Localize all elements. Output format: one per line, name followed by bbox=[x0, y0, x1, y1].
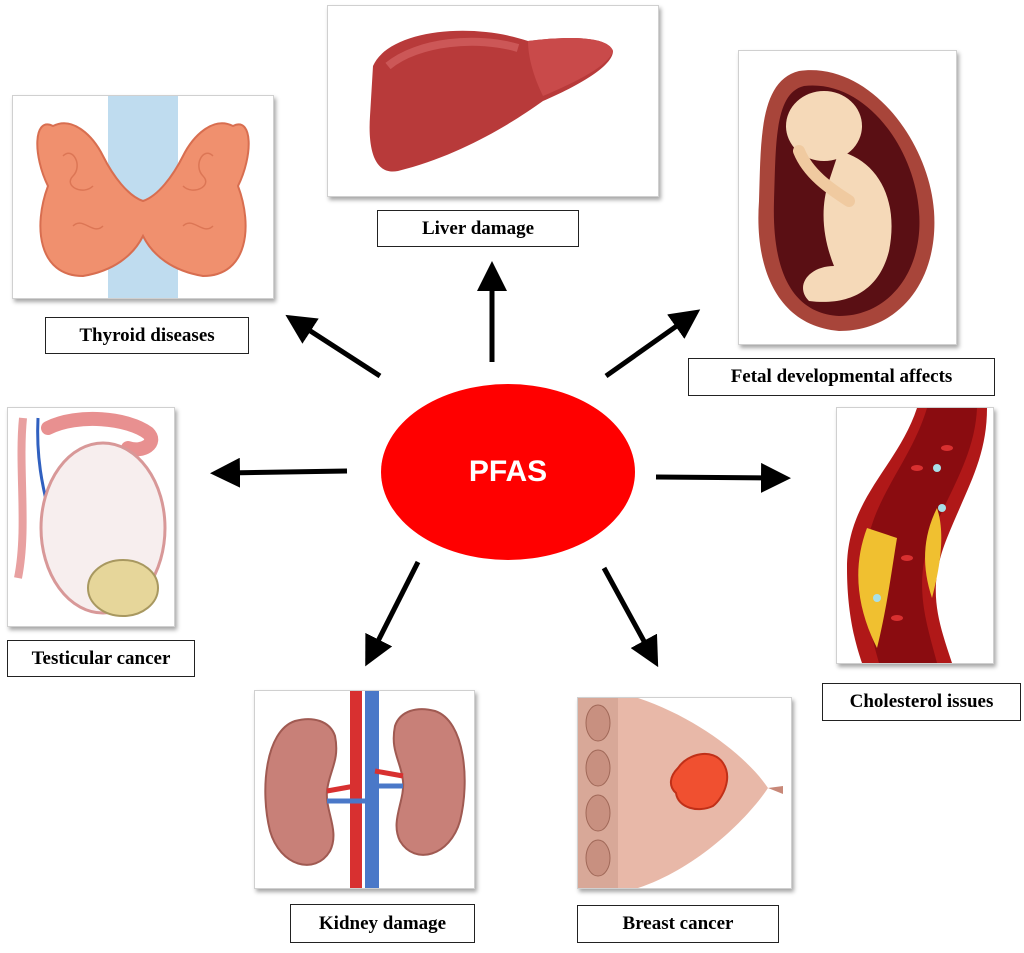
cholesterol-issues-label: Cholesterol issues bbox=[822, 683, 1021, 721]
testis-icon bbox=[14, 412, 167, 617]
breast-icon bbox=[578, 698, 783, 888]
liver-image bbox=[327, 5, 659, 197]
thyroid-image bbox=[12, 95, 274, 299]
thyroid-diseases-label: Thyroid diseases bbox=[45, 317, 249, 354]
thyroid-icon bbox=[36, 96, 250, 298]
kidney-damage-label: Kidney damage bbox=[290, 904, 475, 943]
arrow-to-thyroid bbox=[285, 314, 382, 379]
fetal-developmental-label: Fetal developmental affects bbox=[688, 358, 995, 396]
kidney-image bbox=[254, 690, 475, 889]
liver-icon bbox=[369, 30, 613, 172]
testicular-image bbox=[7, 407, 175, 627]
artery-icon bbox=[847, 408, 987, 663]
pfas-label: PFAS bbox=[468, 455, 548, 488]
fetal-image bbox=[738, 50, 957, 345]
testicular-cancer-label: Testicular cancer bbox=[7, 640, 195, 677]
arrow-to-fetal bbox=[604, 309, 701, 379]
cholesterol-image bbox=[836, 407, 994, 664]
arrow-to-breast bbox=[601, 566, 659, 668]
kidney-icon bbox=[264, 691, 466, 888]
arrow-to-cholesterol bbox=[655, 462, 791, 493]
fetus-icon bbox=[758, 70, 935, 331]
breast-image bbox=[577, 697, 792, 889]
arrow-to-testicular bbox=[210, 457, 348, 488]
liver-damage-label: Liver damage bbox=[377, 210, 579, 247]
pfas-center-node: PFAS bbox=[381, 384, 635, 560]
breast-cancer-label: Breast cancer bbox=[577, 905, 779, 943]
arrow-to-kidney bbox=[365, 560, 421, 667]
